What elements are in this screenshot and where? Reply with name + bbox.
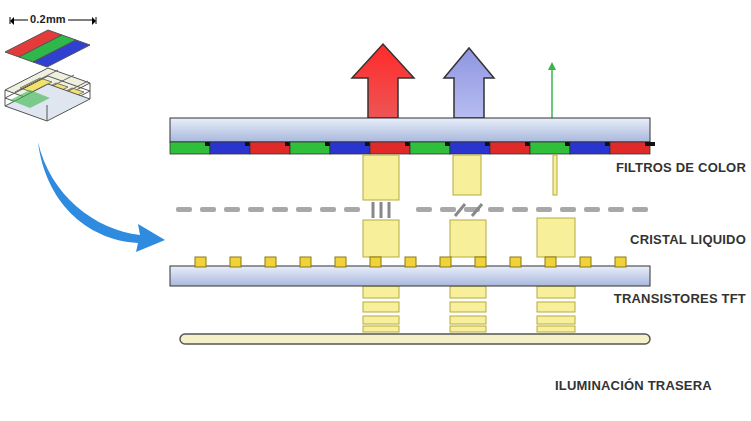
lc-dash bbox=[416, 207, 432, 212]
lc-dash bbox=[296, 207, 312, 212]
tft-cell bbox=[335, 257, 346, 267]
layer-label: CRISTAL LIQUIDO bbox=[630, 232, 746, 247]
black-matrix bbox=[645, 142, 655, 146]
lc-dash bbox=[560, 207, 576, 212]
filter-cell bbox=[570, 142, 610, 154]
top-glass bbox=[170, 118, 650, 142]
filter-cell bbox=[370, 142, 410, 154]
filter-cell bbox=[290, 142, 330, 154]
filter-cell bbox=[490, 142, 530, 154]
tft-cell bbox=[230, 257, 241, 267]
layer-label: ILUMINACIÓN TRASERA bbox=[555, 378, 712, 393]
zoom-arrow bbox=[38, 142, 165, 252]
layer-label: TRANSISTORES TFT bbox=[614, 291, 746, 306]
lc-dash bbox=[536, 207, 552, 212]
blue-light-arrow bbox=[444, 48, 494, 118]
tft-cell bbox=[615, 257, 626, 267]
tft-cell bbox=[405, 257, 416, 267]
lc-dash bbox=[200, 207, 216, 212]
dimension-label: 0.2mm bbox=[28, 13, 68, 25]
filter-cell bbox=[170, 142, 210, 154]
tft-cell bbox=[195, 257, 206, 267]
lc-dash bbox=[224, 207, 240, 212]
tft-transistors bbox=[195, 257, 626, 267]
filter-cell bbox=[330, 142, 370, 154]
lc-dash bbox=[320, 207, 336, 212]
layer-label: FILTROS DE COLOR bbox=[616, 160, 746, 175]
tft-cell bbox=[475, 257, 486, 267]
filter-cell bbox=[250, 142, 290, 154]
filter-cell bbox=[210, 142, 250, 154]
lc-dash bbox=[488, 207, 504, 212]
tft-cell bbox=[440, 257, 451, 267]
tft-cell bbox=[510, 257, 521, 267]
lc-dash bbox=[248, 207, 264, 212]
lc-dash bbox=[440, 207, 456, 212]
filter-cell bbox=[530, 142, 570, 154]
filter-cell bbox=[410, 142, 450, 154]
tft-glass bbox=[170, 266, 650, 286]
tft-cell bbox=[300, 257, 311, 267]
tft-cell bbox=[370, 257, 381, 267]
color-filters bbox=[170, 142, 655, 154]
red-light-arrow bbox=[352, 44, 414, 118]
filter-cell bbox=[450, 142, 490, 154]
lc-molecules bbox=[373, 202, 482, 218]
lc-dash bbox=[512, 207, 528, 212]
tft-cell bbox=[545, 257, 556, 267]
liquid-crystal bbox=[176, 207, 648, 212]
inset-pixel bbox=[5, 17, 96, 121]
lc-dash bbox=[584, 207, 600, 212]
backlight bbox=[180, 334, 650, 344]
lc-dash bbox=[608, 207, 624, 212]
filter-cell bbox=[610, 142, 650, 154]
tft-cell bbox=[580, 257, 591, 267]
lc-dash bbox=[344, 207, 360, 212]
light-columns bbox=[363, 155, 575, 332]
tft-cell bbox=[265, 257, 276, 267]
lc-dash bbox=[632, 207, 648, 212]
lc-dash bbox=[176, 207, 192, 212]
lc-dash bbox=[272, 207, 288, 212]
